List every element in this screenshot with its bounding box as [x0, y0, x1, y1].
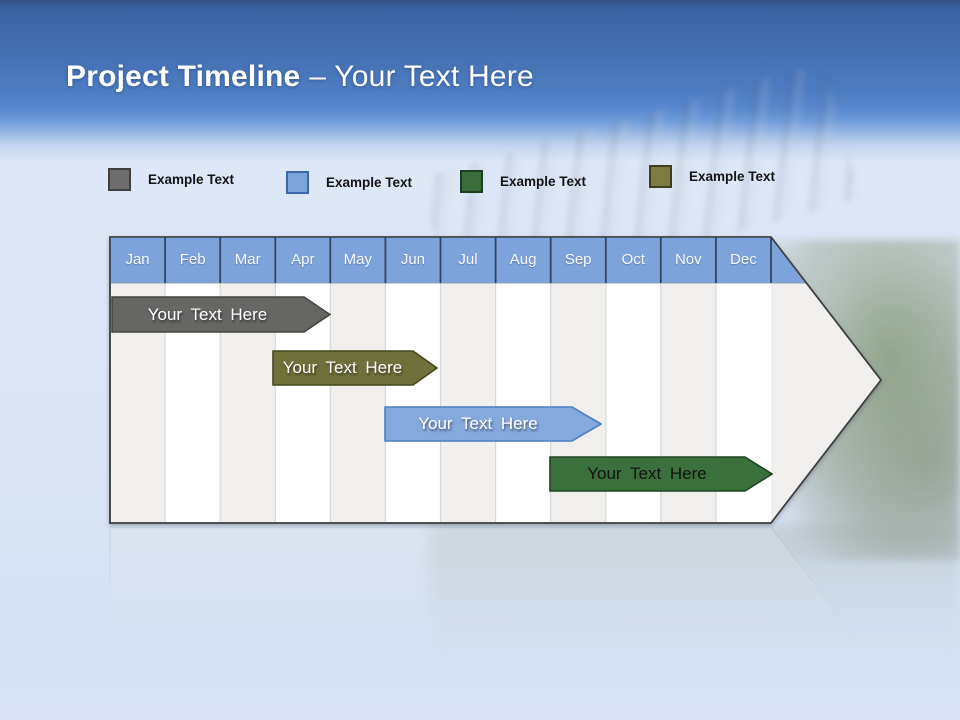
title-main: Project Timeline	[66, 60, 301, 93]
month-header-may: May	[343, 251, 373, 268]
legend-item: Example Text	[460, 170, 586, 193]
bar-label: Your Text Here	[418, 414, 538, 433]
bar-label: Your Text Here	[587, 464, 707, 483]
bar-label: Your Text Here	[147, 304, 268, 324]
month-header-oct: Oct	[621, 251, 645, 268]
month-header-dec: Dec	[730, 251, 757, 268]
month-header-apr: Apr	[291, 251, 315, 268]
slide-title: Project Timeline– Your Text Here	[66, 60, 534, 94]
month-header-aug: Aug	[509, 251, 537, 268]
legend-swatch-icon	[286, 171, 309, 194]
legend-label: Example Text	[689, 169, 776, 184]
month-header-row: Jan Feb Mar Apr May Jun Jul Aug Sep Oct Nov Dec	[110, 237, 771, 283]
month-header-mar: Mar	[234, 251, 261, 268]
legend-swatch-icon	[649, 165, 672, 188]
legend-swatch-icon	[460, 170, 483, 193]
gantt-bar-olive: Your Text Here	[272, 350, 438, 386]
legend-item: Example Text	[108, 168, 234, 191]
gantt-bar-green: Your Text Here	[549, 456, 773, 492]
month-header-sep: Sep	[564, 251, 592, 268]
month-header-jan: Jan	[125, 251, 150, 268]
gantt-bar-gray: Your Text Here	[111, 296, 331, 333]
month-header-jul: Jul	[458, 251, 478, 268]
title-suffix: – Your Text Here	[309, 60, 534, 93]
legend-swatch-icon	[108, 168, 131, 191]
bar-label: Your Text Here	[282, 358, 403, 377]
legend-label: Example Text	[326, 175, 413, 190]
legend-label: Example Text	[148, 172, 235, 187]
legend-item: Example Text	[286, 171, 412, 194]
month-header-jun: Jun	[400, 251, 426, 268]
legend-label: Example Text	[500, 174, 587, 189]
timeline-arrow: Jan Feb Mar Apr May Jun Jul Aug Sep Oct Nov Dec You…	[108, 235, 888, 527]
month-header-nov: Nov	[674, 251, 702, 268]
legend-item: Example Text	[649, 165, 775, 188]
gantt-bar-blue: Your Text Here	[384, 406, 602, 442]
month-header-feb: Feb	[179, 251, 206, 268]
timeline-reflection	[108, 526, 888, 688]
